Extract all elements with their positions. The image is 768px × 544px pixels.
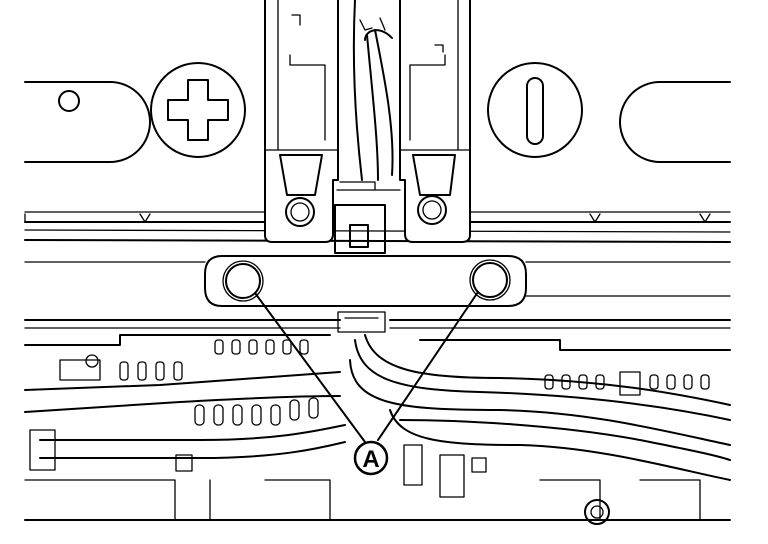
bracket-wires — [352, 0, 394, 181]
slotted-screw-head — [487, 62, 583, 158]
slot-row-lower — [194, 397, 319, 426]
right-fastener — [469, 259, 511, 301]
bracket-assembly — [264, 0, 471, 254]
left-fastener — [222, 260, 264, 302]
lower-chassis — [24, 319, 731, 525]
callout-a: A — [353, 440, 389, 476]
callout-a-circle — [353, 440, 389, 476]
phillips-screw-head — [150, 62, 246, 158]
mounting-bar — [24, 255, 731, 307]
callout-a-label: A — [362, 446, 379, 473]
upper-panel — [24, 81, 731, 243]
wire-harness — [337, 311, 731, 481]
leader-lines — [254, 291, 479, 443]
